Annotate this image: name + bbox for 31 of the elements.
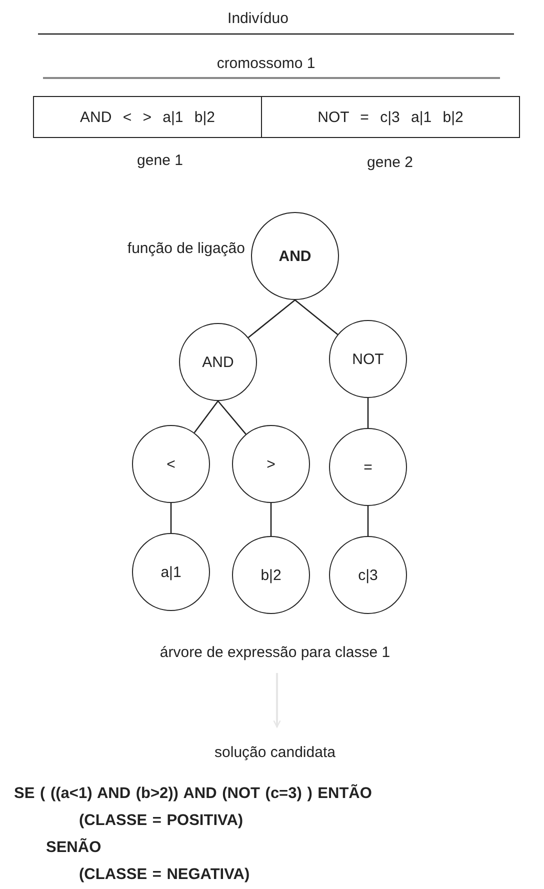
tree-node-circle: > [232, 425, 310, 503]
code-line: SENÃO [46, 839, 102, 857]
tree-branch-line [248, 300, 296, 338]
tree-node-circle: a|1 [132, 533, 210, 611]
caption-text: árvore de expressão para classe 1 [60, 641, 490, 663]
tree-node-circle: b|2 [232, 536, 310, 614]
heading-text: cromossomo 1 [216, 55, 316, 72]
tree-branch-line [218, 400, 246, 435]
code-line: (CLASSE = POSITIVA) [79, 812, 244, 830]
tree-branch-line [367, 398, 369, 428]
code-line: (CLASSE = NEGATIVA) [79, 866, 250, 884]
node-caption: função de ligação [126, 240, 245, 257]
node-caption: gene 1 [136, 152, 184, 169]
tree-node-circle: AND [251, 212, 339, 300]
gene-box: AND < > a|1 b|2 [33, 96, 262, 138]
caption-text: solução candidata [160, 741, 390, 763]
heading-text: Indivíduo [226, 10, 290, 27]
tree-node-circle: < [132, 425, 210, 503]
tree-branch-line [270, 503, 272, 536]
arrow [273, 673, 281, 728]
tree-node-circle: c|3 [329, 536, 407, 614]
gene-box: NOT = c|3 a|1 b|2 [261, 96, 520, 138]
node-caption: gene 2 [366, 154, 414, 171]
tree-branch-line [170, 503, 172, 533]
tree-branch-line [367, 506, 369, 536]
tree-branch-line [294, 300, 338, 335]
tree-node-circle: NOT [329, 320, 407, 398]
tree-node-circle: = [329, 428, 407, 506]
code-line: SE ( ((a<1) AND (b>2)) AND (NOT (c=3) ) ENTÃO [14, 785, 372, 803]
tree-branch-line [194, 400, 219, 434]
tree-node-circle: AND [179, 323, 257, 401]
